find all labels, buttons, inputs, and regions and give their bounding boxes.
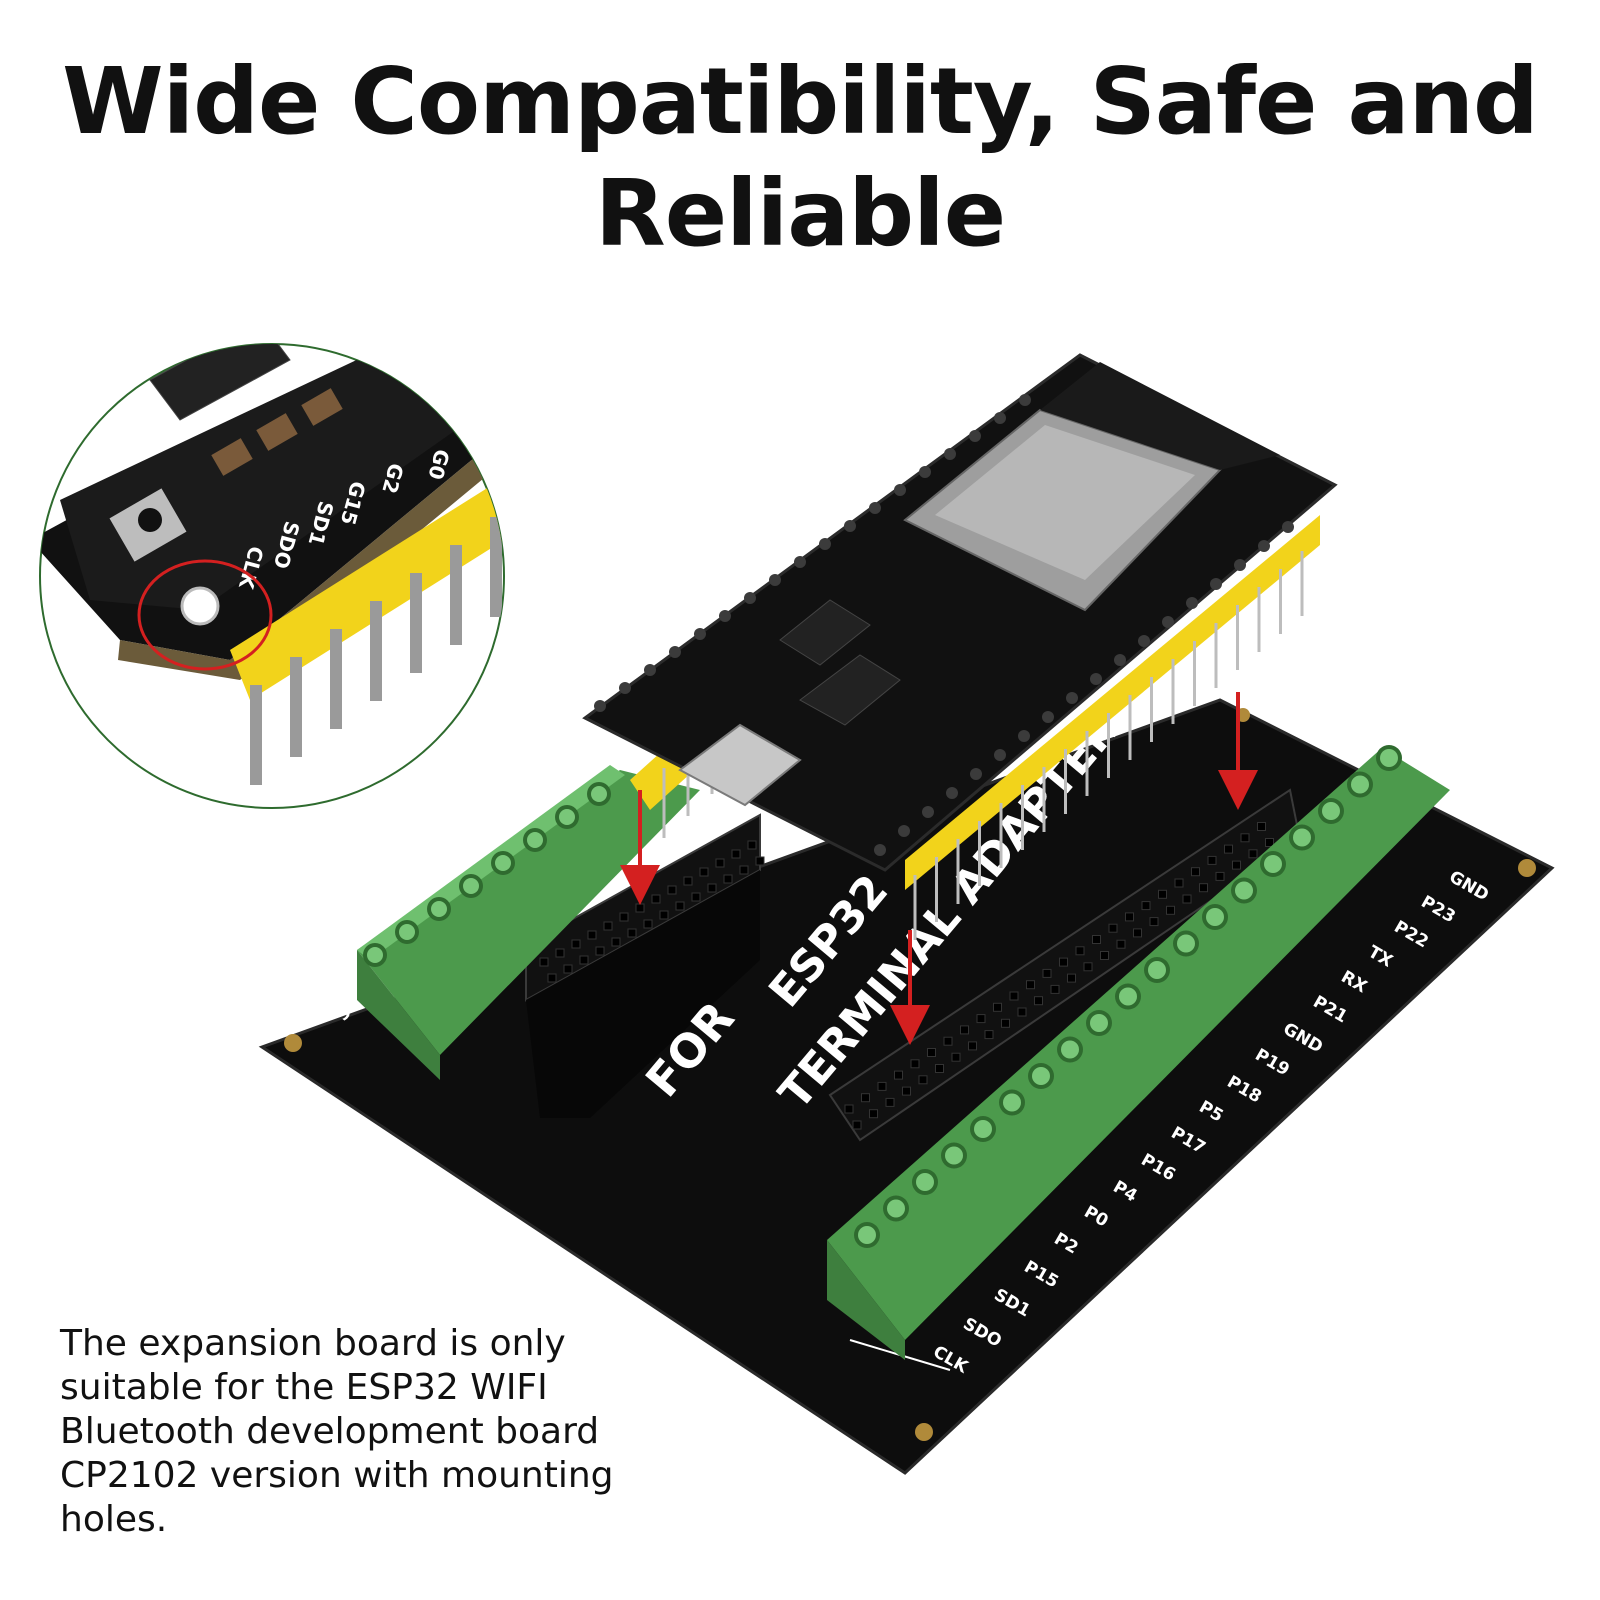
- female-header-right: [828, 788, 1302, 1142]
- headline-line-1: Wide Compatibility, Safe and: [62, 48, 1539, 155]
- mounting-hole: [915, 1423, 933, 1441]
- zoom-inset: G0 G2 G15 SD1 SDO CLK: [39, 343, 505, 809]
- compatibility-note: The expansion board is only suitable for…: [60, 1323, 614, 1540]
- placement-arrows: [620, 692, 1258, 1045]
- terminal-block-right: [827, 745, 1450, 1360]
- mounting-hole: [284, 1034, 302, 1052]
- headline-line-2: Reliable: [594, 160, 1006, 267]
- mounting-hole-highlight: [137, 559, 273, 671]
- terminal-block-left: [357, 765, 700, 1080]
- mounting-hole: [1518, 859, 1536, 877]
- usb-port: [678, 723, 802, 807]
- female-header-left: [525, 813, 765, 1118]
- esp32-dev-board: [582, 353, 1338, 940]
